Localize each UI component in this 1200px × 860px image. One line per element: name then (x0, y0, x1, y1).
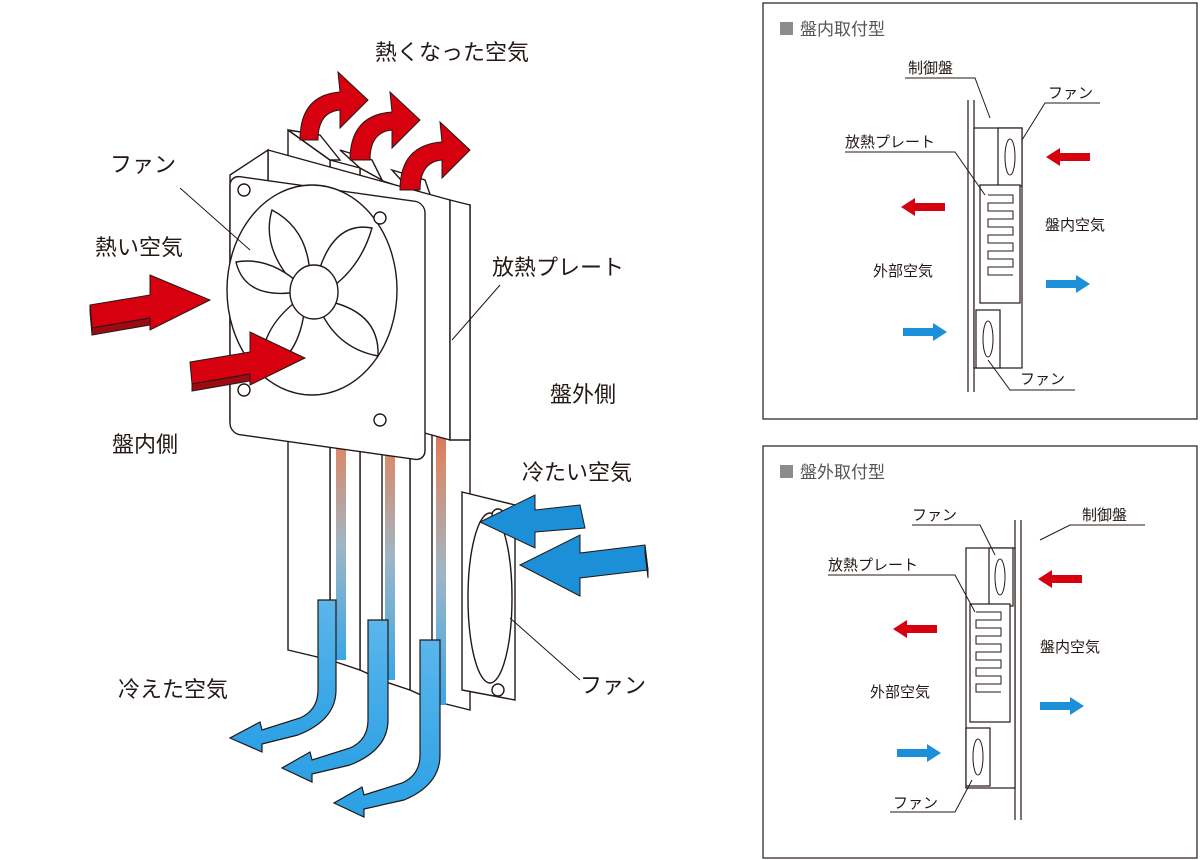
label-fan-bottom: ファン (1020, 370, 1065, 388)
label-heat-plate: 放熱プレート (492, 256, 624, 281)
hot-air-in-arrows (89, 274, 307, 392)
inset-title: 盤外取付型 (800, 463, 885, 483)
plate-zigzag (987, 194, 1014, 276)
label-fan-bottom: ファン (580, 674, 646, 699)
inset-external-mount: 盤外取付型 ファン 制御盤 放熱プレート 盤内空気 外部空気 (762, 445, 1198, 859)
leader-lines (179, 187, 581, 681)
title-square-icon (780, 465, 793, 478)
cooled-air-ducts (228, 599, 441, 818)
title-square-icon (780, 22, 793, 35)
label-cabinet: 制御盤 (1082, 506, 1127, 524)
label-fan-top: ファン (1048, 84, 1093, 102)
fan-glyph-bottom-icon (972, 738, 984, 776)
label-cabinet: 制御盤 (908, 59, 953, 77)
label-fan-top: ファン (110, 153, 176, 178)
label-inside: 盤内側 (112, 433, 178, 458)
label-cold-air-in: 冷たい空気 (522, 461, 632, 486)
inset-title: 盤内取付型 (800, 20, 885, 40)
label-inside-air: 盤内空気 (1040, 638, 1100, 656)
label-plate: 放熱プレート (828, 556, 918, 574)
label-hot-air-out: 熱くなった空気 (375, 41, 529, 66)
inset-internal-mount: 盤内取付型 制御盤 ファン 放熱プ (762, 2, 1198, 420)
hot-air-out-arrows (299, 70, 471, 191)
label-cooled-air: 冷えた空気 (118, 678, 228, 703)
fan-glyph-bottom-icon (982, 320, 994, 358)
label-plate: 放熱プレート (845, 133, 935, 151)
label-hot-air-in: 熱い空気 (95, 236, 183, 261)
inset2-arrows (893, 570, 1084, 762)
label-fan-top: ファン (912, 506, 957, 524)
plate-zigzag (975, 611, 1002, 693)
fan-glyph-top-icon (1004, 138, 1016, 176)
label-outside-air: 外部空気 (873, 262, 933, 280)
label-outside-air: 外部空気 (870, 683, 930, 701)
inset1-arrows (901, 148, 1090, 341)
fan-glyph-top-icon (994, 558, 1006, 596)
label-fan-bottom: ファン (893, 794, 938, 812)
cold-air-in-arrows (478, 494, 649, 597)
main-assembly: 熱くなった空気 ファン 熱い空気 放熱プレート 盤外側 盤内側 冷たい空気 冷え… (89, 41, 649, 818)
label-outside: 盤外側 (550, 383, 616, 408)
label-inside-air: 盤内空気 (1045, 216, 1105, 234)
